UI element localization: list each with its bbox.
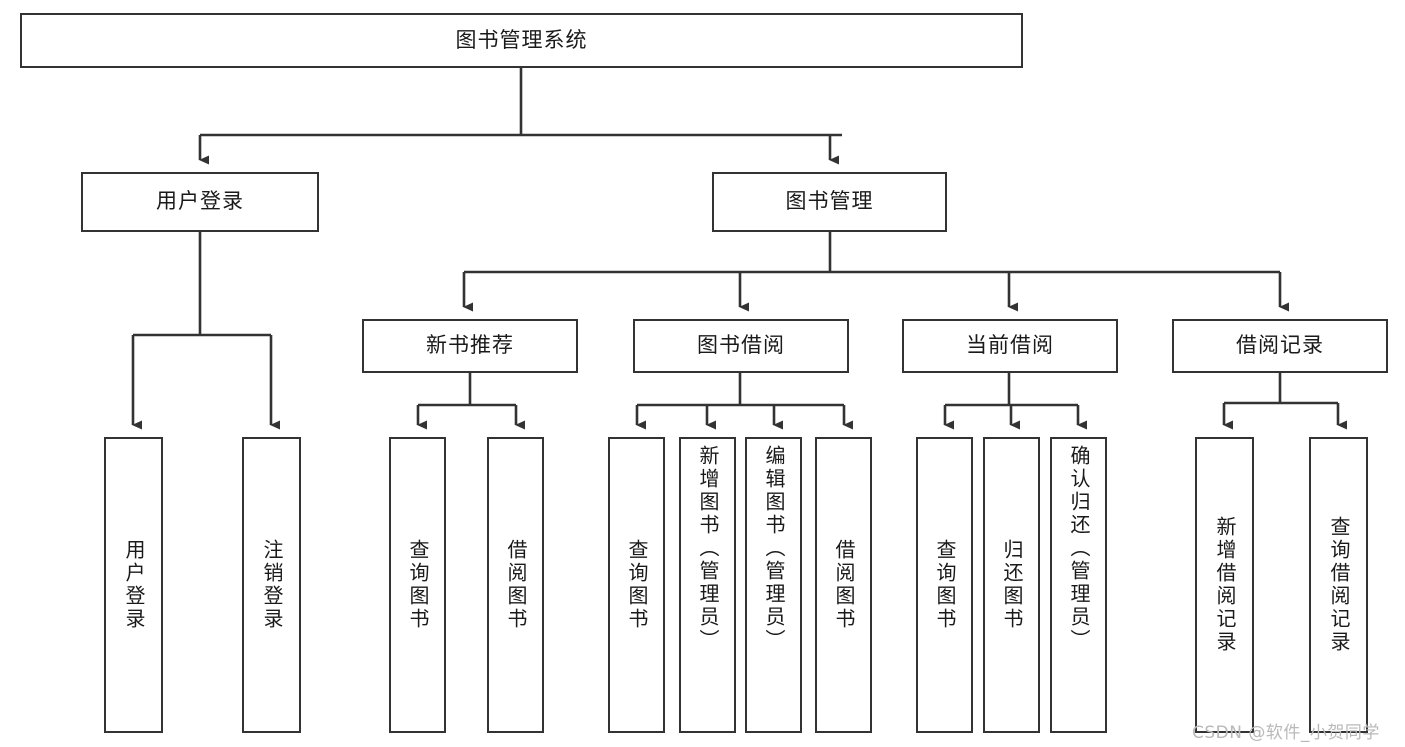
node-leaf-borrow-book-1-label: 借阅图书	[504, 539, 528, 631]
node-leaf-borrow-book-2[interactable]: 借阅图书	[815, 437, 872, 733]
node-leaf-add-book-admin[interactable]: 新增图书（管理员）	[679, 437, 736, 733]
node-leaf-edit-book-admin[interactable]: 编辑图书（管理员）	[745, 437, 802, 733]
node-leaf-query-book-1-label: 查询图书	[406, 539, 430, 631]
node-user-login-label: 用户登录	[156, 189, 244, 214]
node-leaf-user-login-label: 用户登录	[122, 539, 146, 631]
node-book-borrow[interactable]: 图书借阅	[633, 319, 849, 373]
node-leaf-query-borrow-record[interactable]: 查询借阅记录	[1309, 437, 1368, 733]
node-leaf-return-book[interactable]: 归还图书	[983, 437, 1040, 733]
node-root-label: 图书管理系统	[455, 27, 588, 52]
node-leaf-edit-book-admin-label: 编辑图书（管理员）	[762, 445, 786, 652]
node-current-borrow-label: 当前借阅	[966, 333, 1054, 358]
node-leaf-add-borrow-record[interactable]: 新增借阅记录	[1195, 437, 1254, 733]
node-leaf-query-book-2[interactable]: 查询图书	[608, 437, 665, 733]
node-leaf-return-book-label: 归还图书	[1000, 539, 1024, 631]
csdn-watermark: CSDN @软件_小贺同学	[1192, 723, 1380, 743]
edges-borrow-to-leaves	[635, 373, 853, 430]
node-book-borrow-label: 图书借阅	[697, 333, 785, 358]
node-leaf-confirm-return-admin[interactable]: 确认归还（管理员）	[1050, 437, 1107, 733]
edges-root-to-level1	[198, 68, 842, 165]
node-leaf-add-borrow-record-label: 新增借阅记录	[1213, 516, 1237, 654]
node-leaf-query-book-3[interactable]: 查询图书	[916, 437, 973, 733]
node-leaf-borrow-book-1[interactable]: 借阅图书	[487, 437, 544, 733]
node-leaf-confirm-return-admin-label: 确认归还（管理员）	[1067, 445, 1091, 652]
node-leaf-query-book-3-label: 查询图书	[933, 539, 957, 631]
edges-current-to-leaves	[943, 373, 1087, 430]
node-new-book-recommend[interactable]: 新书推荐	[362, 319, 578, 373]
edges-userlogin-to-leaves	[131, 232, 280, 430]
node-borrow-record-label: 借阅记录	[1236, 333, 1324, 358]
node-user-login[interactable]: 用户登录	[81, 172, 319, 232]
node-current-borrow[interactable]: 当前借阅	[902, 319, 1118, 373]
node-borrow-record[interactable]: 借阅记录	[1172, 319, 1388, 373]
node-leaf-borrow-book-2-label: 借阅图书	[832, 539, 856, 631]
node-leaf-query-borrow-record-label: 查询借阅记录	[1327, 516, 1351, 654]
node-book-management-label: 图书管理	[785, 189, 874, 214]
edges-record-to-leaves	[1222, 373, 1347, 430]
node-leaf-add-book-admin-label: 新增图书（管理员）	[696, 445, 720, 652]
edges-recommend-to-leaves	[416, 373, 525, 430]
node-leaf-query-book-1[interactable]: 查询图书	[389, 437, 446, 733]
node-book-management[interactable]: 图书管理	[712, 172, 947, 232]
node-root[interactable]: 图书管理系统	[20, 13, 1023, 68]
node-new-book-recommend-label: 新书推荐	[426, 333, 514, 358]
node-leaf-logout-login[interactable]: 注销登录	[242, 437, 301, 733]
edges-bookmgmt-to-level2	[462, 232, 1289, 312]
node-leaf-query-book-2-label: 查询图书	[625, 539, 649, 631]
node-leaf-logout-login-label: 注销登录	[260, 539, 284, 631]
node-leaf-user-login[interactable]: 用户登录	[104, 437, 163, 733]
